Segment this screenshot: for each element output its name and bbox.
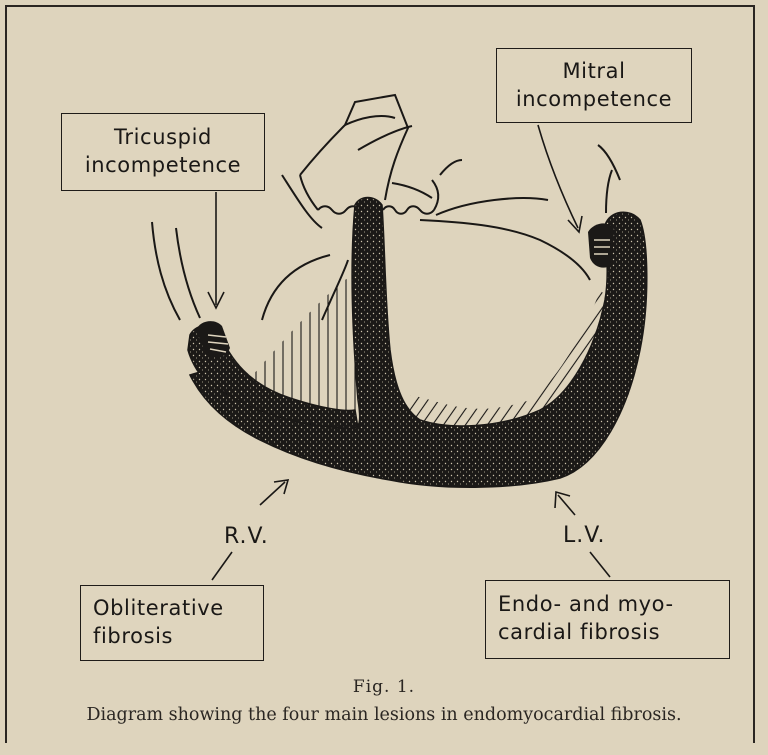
mitral-incompetence-label: Mitral incompetence xyxy=(496,48,692,123)
obliterative-fibrosis-label: Obliterative fibrosis xyxy=(80,585,264,661)
right-ventricle-label: R.V. xyxy=(224,524,269,549)
tricuspid-line-1: Tricuspid xyxy=(62,123,264,151)
tricuspid-incompetence-label: Tricuspid incompetence xyxy=(61,113,265,191)
mitral-line-2: incompetence xyxy=(497,85,691,113)
endo-line-2: cardial fibrosis xyxy=(498,618,729,646)
mitral-valve xyxy=(588,223,614,267)
left-ventricle-label: L.V. xyxy=(563,523,605,548)
endo-myocardial-fibrosis-label: Endo- and myo- cardial fibrosis xyxy=(485,580,730,659)
mitral-line-1: Mitral xyxy=(497,57,691,85)
obliterative-line-2: fibrosis xyxy=(93,622,263,650)
tricuspid-line-2: incompetence xyxy=(62,151,264,179)
obliterative-line-1: Obliterative xyxy=(93,594,263,622)
figure-caption: Diagram showing the four main lesions in… xyxy=(0,705,768,725)
figure-number: Fig. 1. xyxy=(0,677,768,697)
annotation-arrows xyxy=(208,125,610,580)
endo-line-1: Endo- and myo- xyxy=(498,590,729,618)
